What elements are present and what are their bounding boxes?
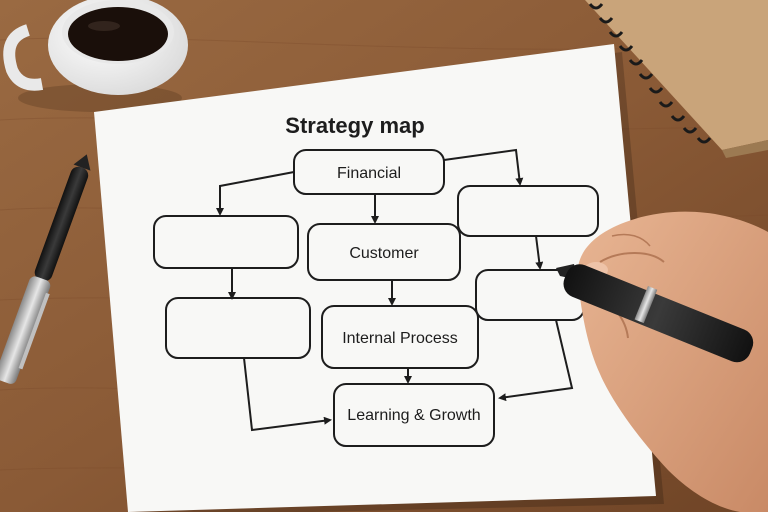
internal-process-box [321,305,479,369]
connector-left-mid-learning [243,357,332,432]
left-mid-box [165,297,311,359]
diagram-title: Strategy map [285,113,424,138]
connector-financial-left [216,171,295,216]
learning-growth-box [333,383,495,447]
hand-with-pen [556,211,768,512]
learning-growth-label: Learning & Growth [347,407,480,424]
writing-pen [556,264,754,363]
pen [0,154,91,384]
notebook-spiral [588,3,712,144]
left-top-box [153,215,299,269]
spiral-notebook [585,0,768,158]
coffee-cup [3,0,188,112]
connector-right-top-mid [535,235,544,270]
connector-right-mid-learning [498,319,574,402]
coffee [68,7,168,61]
financial-label: Financial [337,165,401,182]
connector-financial-right [443,148,524,186]
right-top-box [457,185,599,237]
customer-label: Customer [349,245,419,262]
customer-box [307,223,461,281]
internal-process-label: Internal Process [342,330,458,347]
